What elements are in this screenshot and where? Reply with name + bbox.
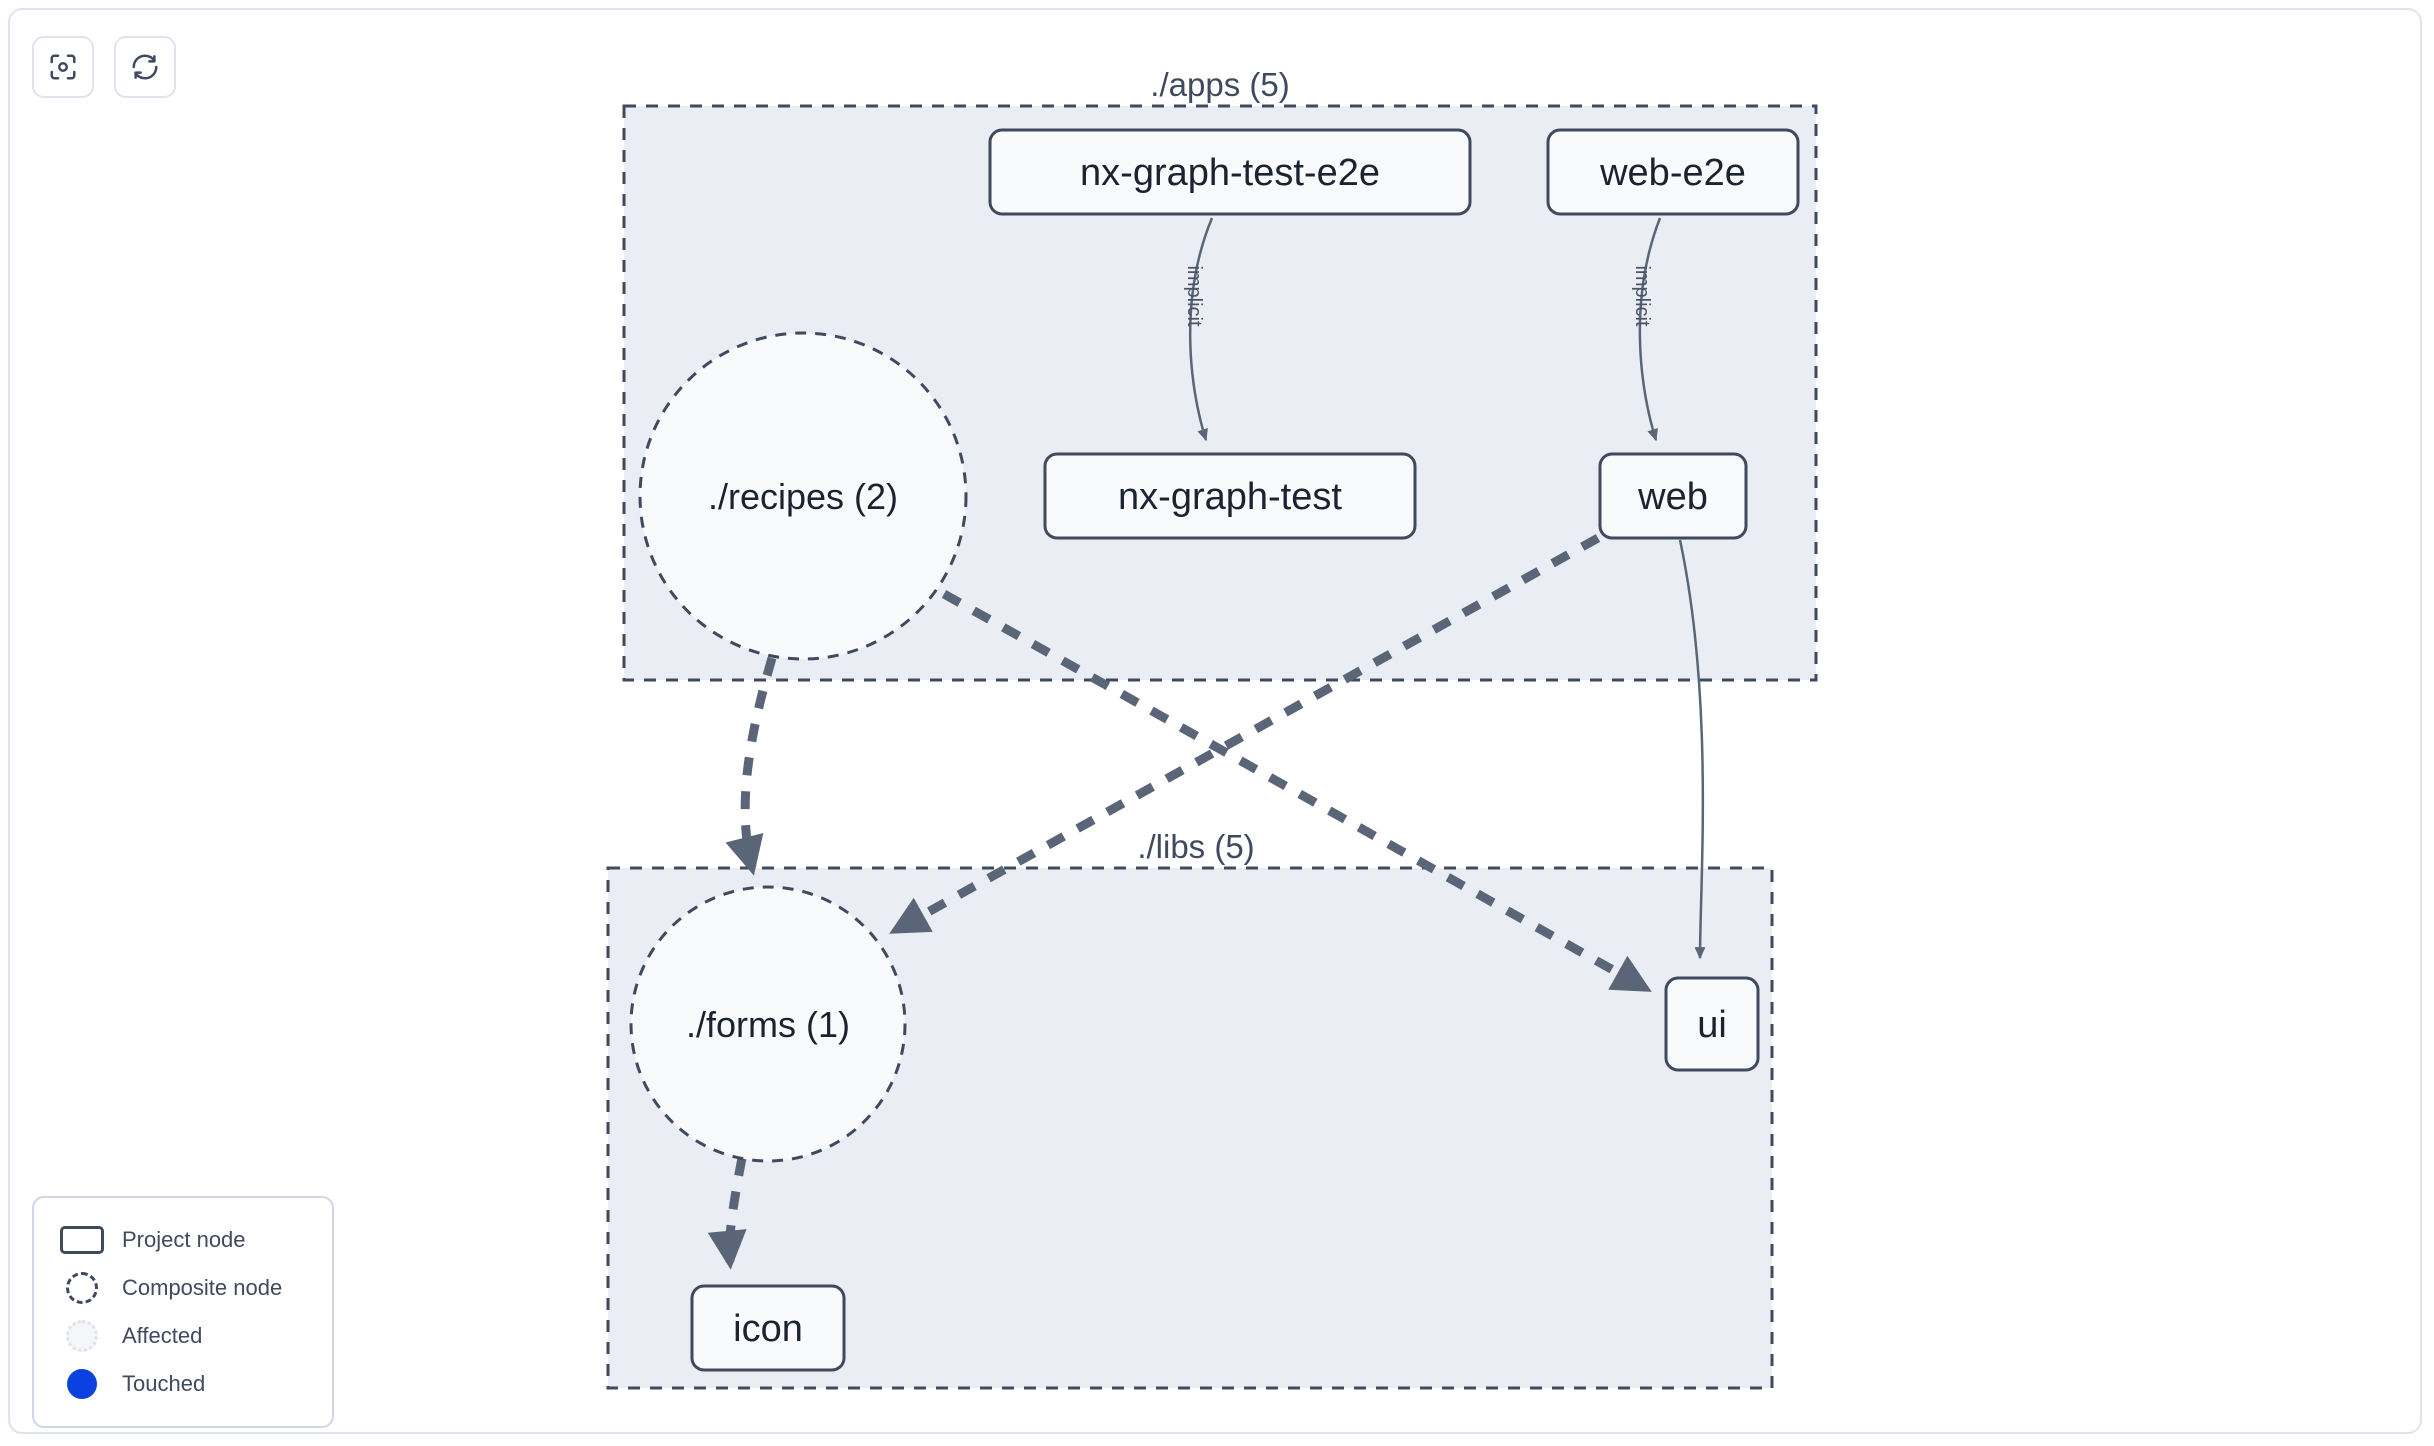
affected-node-icon xyxy=(56,1320,108,1352)
group-apps-label: ./apps (5) xyxy=(1150,66,1289,103)
project-node-icon xyxy=(56,1226,108,1254)
node-forms[interactable]: ./forms (1) xyxy=(629,885,907,1163)
edge-web-e2e-to-web[interactable]: implicit xyxy=(1631,217,1662,442)
node-icon-label: icon xyxy=(733,1308,803,1350)
edge-forms-to-icon[interactable] xyxy=(707,1157,747,1270)
edge-nx-graph-test-e2e-to-nx-graph-test[interactable]: implicit xyxy=(1183,217,1214,442)
refresh-graph-button[interactable] xyxy=(114,36,176,98)
node-nx-graph-test-label: nx-graph-test xyxy=(1118,476,1342,518)
focus-target-icon xyxy=(48,52,78,82)
node-web-e2e[interactable]: web-e2e xyxy=(1546,128,1800,216)
node-recipes[interactable]: ./recipes (2) xyxy=(638,331,968,661)
focus-graph-button[interactable] xyxy=(32,36,94,98)
node-web[interactable]: web xyxy=(1598,452,1748,540)
legend-label-composite-node: Composite node xyxy=(122,1275,283,1300)
legend-label-project-node: Project node xyxy=(122,1227,246,1252)
edge-recipes-to-forms[interactable] xyxy=(725,656,777,876)
node-nx-graph-test-e2e-rect[interactable] xyxy=(988,128,1472,216)
legend-label-affected: Affected xyxy=(122,1323,203,1348)
edge-label-implicit-1: implicit xyxy=(1183,265,1205,327)
node-recipes-circle[interactable] xyxy=(638,331,968,661)
graph-legend: Project node Composite node Affected Tou… xyxy=(32,1196,334,1428)
node-nx-graph-test-rect[interactable] xyxy=(1043,452,1417,540)
legend-label-touched: Touched xyxy=(122,1371,206,1396)
legend-item-affected: Affected xyxy=(56,1312,310,1360)
node-nx-graph-test[interactable]: nx-graph-test xyxy=(1043,452,1417,540)
legend-item-touched: Touched xyxy=(56,1360,310,1408)
node-nx-graph-test-e2e-label: nx-graph-test-e2e xyxy=(1080,152,1380,194)
legend-item-project-node: Project node xyxy=(56,1216,310,1264)
node-icon-rect[interactable] xyxy=(690,1284,846,1372)
touched-node-icon xyxy=(56,1369,108,1399)
node-forms-circle[interactable] xyxy=(629,885,907,1163)
node-forms-label: ./forms (1) xyxy=(686,1004,850,1045)
node-web-rect[interactable] xyxy=(1598,452,1748,540)
node-ui[interactable]: ui xyxy=(1664,976,1760,1072)
node-nx-graph-test-e2e[interactable]: nx-graph-test-e2e xyxy=(988,128,1472,216)
node-ui-rect[interactable] xyxy=(1664,976,1760,1072)
refresh-sync-icon xyxy=(130,52,160,82)
node-ui-label: ui xyxy=(1697,1004,1727,1046)
node-web-e2e-rect[interactable] xyxy=(1546,128,1800,216)
edge-web-to-ui[interactable] xyxy=(1678,539,1706,960)
node-recipes-label: ./recipes (2) xyxy=(708,476,898,517)
graph-toolbar xyxy=(32,36,176,98)
legend-item-composite-node: Composite node xyxy=(56,1264,310,1312)
group-libs-label: ./libs (5) xyxy=(1137,828,1254,865)
composite-node-icon xyxy=(56,1272,108,1304)
node-icon[interactable]: icon xyxy=(690,1284,846,1372)
node-web-e2e-label: web-e2e xyxy=(1599,152,1746,194)
node-web-label: web xyxy=(1637,476,1708,518)
edge-label-implicit-2: implicit xyxy=(1631,265,1653,327)
